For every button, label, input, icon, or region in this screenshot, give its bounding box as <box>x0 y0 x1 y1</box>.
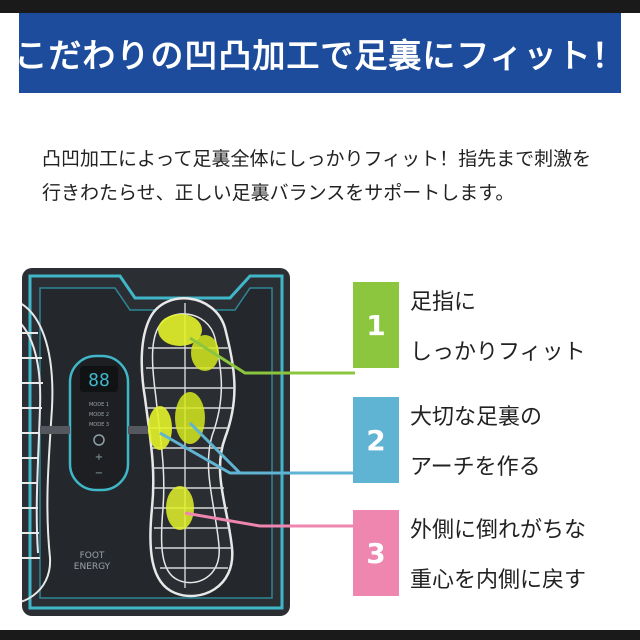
feature-number-3: 3 <box>353 510 399 596</box>
header-banner: こだわりの凹凸加工で足裏にフィット！ <box>14 13 625 93</box>
feature-3: 3 外側に倒れがちな 重心を内側に戻す <box>0 508 640 618</box>
feature-1-line-1: 足指に <box>410 290 477 315</box>
mode-label-1: MODE 1 <box>89 402 109 408</box>
left-footprint <box>22 297 54 605</box>
foot-mat-illustration: 88 MODE 1 MODE 2 MODE 3 + − FOOT ENERGY <box>22 268 355 616</box>
feature-1: 1 足指に しっかりフィット <box>0 280 640 390</box>
product-figure: 88 MODE 1 MODE 2 MODE 3 + − FOOT ENERGY … <box>0 258 640 630</box>
feature-1-line-2: しっかりフィット <box>410 340 586 365</box>
power-button-icon <box>93 434 105 446</box>
mat-trim <box>28 274 284 610</box>
bottom-bar <box>0 630 640 640</box>
plus-button-icon: + <box>95 452 103 463</box>
feature-2-line-1: 大切な足裏の <box>410 405 543 430</box>
leader-line-2-a <box>159 431 355 475</box>
controller: 88 MODE 1 MODE 2 MODE 3 + − <box>68 354 130 492</box>
minus-button-icon: − <box>95 468 103 479</box>
outer-highlight <box>166 486 194 530</box>
leader-line-1 <box>189 336 355 375</box>
description-line-2: 行きわたらせ、正しい足裏バランスをサポートします。 <box>42 182 515 204</box>
feature-3-line-1: 外側に倒れがちな <box>410 518 587 543</box>
feature-2-line-2: アーチを作る <box>410 455 541 480</box>
description: 凸凹加工によって足裏全体にしっかりフィット！指先まで刺激を 行きわたらせ、正しい… <box>42 142 612 210</box>
leader-line-2-b <box>188 421 242 475</box>
top-bar <box>0 0 640 13</box>
feature-3-line-2: 重心を内側に戻す <box>410 568 587 593</box>
feature-2: 2 大切な足裏の アーチを作る <box>0 395 640 505</box>
arch-highlight <box>148 406 172 450</box>
controller-display: 88 <box>88 370 110 391</box>
feature-number-1: 1 <box>353 282 399 368</box>
mode-label-2: MODE 2 <box>89 412 109 418</box>
leader-line-3 <box>184 511 355 528</box>
brand-line-2: ENERGY <box>74 562 111 572</box>
brand-line-1: FOOT <box>80 551 105 561</box>
mode-label-3: MODE 3 <box>89 422 109 428</box>
banner-title: こだわりの凹凸加工で足裏にフィット！ <box>14 36 626 75</box>
description-line-1: 凸凹加工によって足裏全体にしっかりフィット！指先まで刺激を <box>42 148 592 170</box>
feature-number-2: 2 <box>353 397 399 483</box>
